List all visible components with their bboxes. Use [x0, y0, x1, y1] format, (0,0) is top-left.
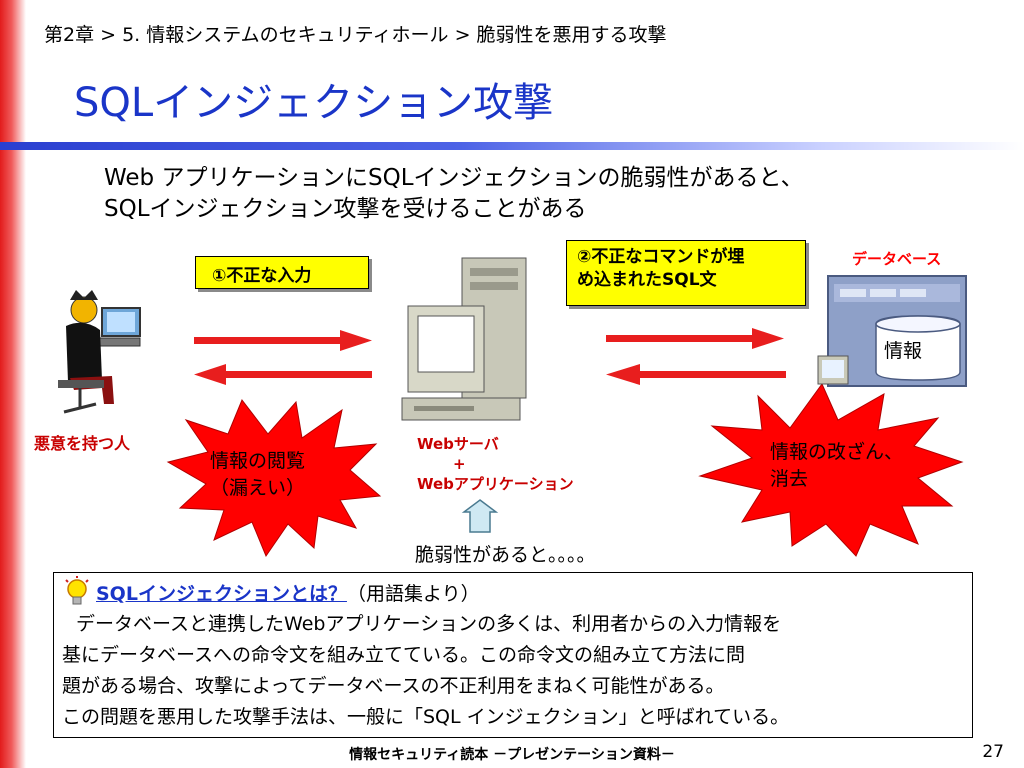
callout-embedded-sql: ②不正なコマンドが埋 め込まれたSQL文 — [566, 240, 806, 306]
database-server-icon — [817, 275, 967, 387]
title-divider — [0, 142, 1024, 150]
left-accent-bar — [0, 0, 26, 768]
attacker-label: 悪意を持つ人 — [34, 434, 131, 453]
glossary-line: 題がある場合、攻撃によってデータベースの不正利用をまねく可能性がある。 — [62, 675, 725, 697]
glossary-box: SQLインジェクションとは？（用語集より） データベースと連携したWebアプリケ… — [53, 572, 973, 738]
database-info-label: 情報 — [884, 340, 923, 362]
arrow-leak-left — [194, 364, 372, 385]
callout-illegal-input: ①不正な入力 — [195, 256, 369, 289]
burst-leak-line-2: （漏えい） — [210, 477, 306, 499]
burst-leak-line-1: 情報の閲覧 — [210, 450, 306, 472]
arrow-sql-right — [606, 328, 784, 349]
database-label: データベース — [852, 250, 942, 268]
burst-leak — [166, 399, 382, 558]
glossary-heading: SQLインジェクションとは？（用語集より） — [96, 579, 480, 606]
lead-line-2: SQLインジェクション攻撃を受けることがある — [104, 196, 587, 222]
burst-tamper-line-1: 情報の改ざん、 — [770, 441, 904, 463]
arrow-input-right — [194, 330, 372, 351]
arrow-tamper-left — [606, 364, 786, 385]
glossary-body: データベースと連携したWebアプリケーションの多くは、利用者からの入力情報を 基… — [62, 609, 967, 733]
burst-leak-text: 情報の閲覧 （漏えい） — [210, 448, 305, 502]
glossary-line: 基にデータベースへの命令文を組み立てている。この命令文の組み立て方法に問 — [62, 644, 746, 666]
glossary-term: SQLインジェクションとは？ — [96, 583, 347, 605]
footer-title: 情報セキュリティ読本 －プレゼンテーション資料－ — [349, 747, 675, 763]
callout-embedded-sql-line-2: め込まれたSQL文 — [577, 270, 717, 290]
burst-tamper — [698, 383, 964, 557]
web-server-label-plus: + — [453, 455, 466, 473]
up-arrow-icon — [461, 499, 499, 533]
glossary-line: データベースと連携したWebアプリケーションの多くは、利用者からの入力情報を — [76, 613, 782, 635]
breadcrumb: 第2章 > 5. 情報システムのセキュリティホール > 脆弱性を悪用する攻撃 — [44, 24, 667, 46]
page-number: 27 — [982, 742, 1004, 762]
glossary-source: （用語集より） — [346, 583, 480, 605]
web-server-icon — [401, 257, 527, 421]
slide-title: SQLインジェクション攻撃 — [74, 80, 554, 126]
web-server-label-line-1: Webサーバ — [417, 435, 499, 453]
callout-embedded-sql-line-1: ②不正なコマンドが埋 — [577, 247, 745, 267]
glossary-line: この問題を悪用した攻撃手法は、一般に「SQL インジェクション」と呼ばれている。 — [62, 706, 790, 728]
attacker-icon — [58, 290, 141, 414]
lightbulb-icon — [65, 576, 89, 605]
lead-text: Web アプリケーションにSQLインジェクションの脆弱性があると、 SQLインジ… — [104, 163, 804, 225]
burst-tamper-line-2: 消去 — [770, 468, 809, 490]
web-server-label-line-2: Webアプリケーション — [417, 475, 574, 493]
burst-tamper-text: 情報の改ざん、 消去 — [770, 439, 903, 493]
web-server-label: Webサーバ + Webアプリケーション — [417, 434, 574, 494]
lead-line-1: Web アプリケーションにSQLインジェクションの脆弱性があると、 — [104, 165, 804, 191]
vulnerability-label: 脆弱性があると。。。。 — [415, 544, 596, 566]
